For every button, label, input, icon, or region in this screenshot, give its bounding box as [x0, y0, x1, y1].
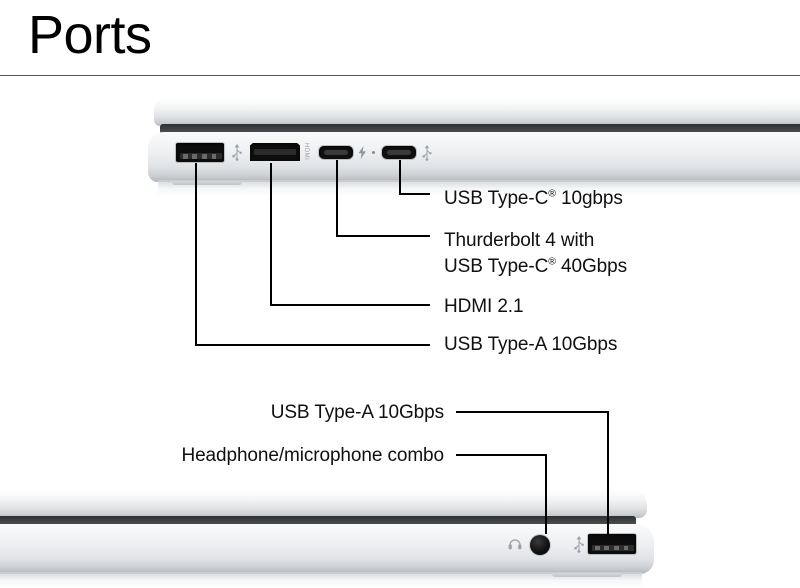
- port-headphone-jack: [530, 535, 550, 555]
- callout-usb-a-10gbps-top: USB Type-A 10Gbps: [444, 334, 618, 355]
- hdmi-tongue: [254, 149, 296, 156]
- top-laptop-profile: HDMI: [148, 96, 800, 196]
- usb-a-pin: [192, 154, 198, 159]
- usb-trident-icon: [574, 536, 584, 553]
- laptop-foot: [172, 181, 242, 185]
- laptop-base: [0, 524, 654, 574]
- usb-trident-icon: [422, 145, 432, 161]
- callout-usb-a-10gbps-bottom: USB Type-A 10Gbps: [270, 402, 444, 423]
- port-usb-a-bottom: [588, 534, 636, 554]
- page-title: Ports: [28, 5, 152, 65]
- usb-c-tongue: [386, 150, 412, 155]
- port-usb-a-top: [176, 143, 224, 162]
- usb-a-pin: [613, 546, 619, 551]
- usb-c-tongue: [323, 150, 349, 155]
- lid-base-gap: [160, 124, 800, 134]
- port-usb-c-thunderbolt: [319, 146, 353, 159]
- bottom-laptop-profile: [0, 488, 662, 588]
- usb-a-pin: [623, 546, 629, 551]
- usb-a-pin: [201, 154, 207, 159]
- usb-a-pin: [594, 546, 600, 551]
- port-hdmi: [250, 143, 300, 161]
- power-led-indicator: [372, 151, 375, 154]
- usb-a-pin: [182, 154, 188, 159]
- laptop-reflection: [0, 572, 642, 588]
- title-divider: [0, 75, 800, 76]
- usb-a-pin: [211, 154, 217, 159]
- callout-usb-c-10gbps: USB Type-C® 10gbps: [444, 188, 623, 209]
- usb-trident-icon: [232, 144, 242, 161]
- usb-a-tongue: [180, 153, 222, 159]
- port-usb-c: [382, 146, 416, 159]
- laptop-lid: [154, 96, 800, 126]
- laptop-lid: [0, 488, 647, 518]
- laptop-foot: [552, 573, 622, 577]
- laptop-base: [148, 132, 800, 182]
- callout-headphone-combo: Headphone/microphone combo: [181, 445, 444, 466]
- headphone-icon: [508, 539, 522, 550]
- usb-a-pin: [604, 546, 610, 551]
- lid-base-gap: [0, 516, 636, 526]
- usb-a-tongue: [592, 544, 634, 551]
- thunderbolt-bolt-icon: [358, 146, 366, 159]
- hdmi-label-marking: HDMI: [303, 143, 309, 161]
- callout-hdmi-21: HDMI 2.1: [444, 296, 524, 317]
